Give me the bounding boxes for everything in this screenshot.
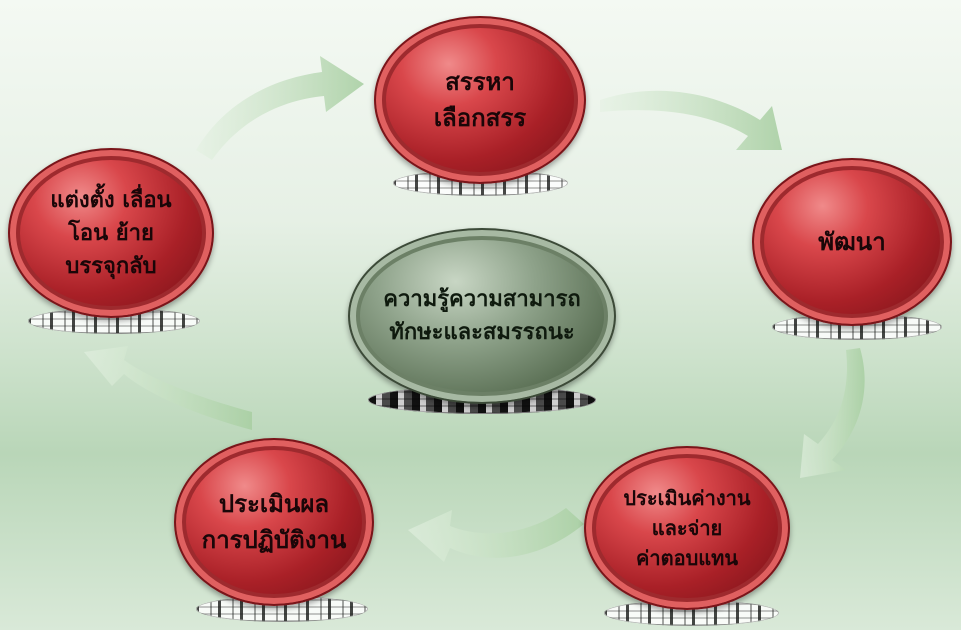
node-compensation-line-3: ค่าตอบแทน xyxy=(635,546,739,570)
node-compensation: ประเมินค่างาน และจ่าย ค่าตอบแทน xyxy=(584,446,790,610)
arrow-performance-to-appoint xyxy=(84,346,252,430)
node-compensation-line-1: ประเมินค่างาน xyxy=(623,486,751,510)
node-develop-line-1: พัฒนา xyxy=(818,227,886,256)
node-appoint: แต่งตั้ง เลื่อน โอน ย้าย บรรจุกลับ xyxy=(8,148,214,318)
node-performance-line-2: การปฏิบัติงาน xyxy=(201,525,347,554)
arrow-appoint-to-recruit xyxy=(196,56,364,160)
node-performance: ประเมินผล การปฏิบัติงาน xyxy=(174,438,374,606)
center-line-1: ความรู้ความสามารถ xyxy=(383,286,581,312)
arrow-recruit-to-develop xyxy=(600,90,782,150)
pedestal-compensation xyxy=(604,600,779,626)
node-recruit: สรรหา เลือกสรร xyxy=(374,16,586,184)
node-develop: พัฒนา xyxy=(752,158,952,326)
node-performance-line-1: ประเมินผล xyxy=(218,489,330,518)
center-line-2: ทักษะและสมรรถนะ xyxy=(389,319,575,345)
arrow-develop-to-compensation xyxy=(800,348,865,478)
node-recruit-line-1: สรรหา xyxy=(445,67,515,96)
node-appoint-line-1: แต่งตั้ง เลื่อน xyxy=(50,186,172,213)
center-node: ความรู้ความสามารถ ทักษะและสมรรถนะ xyxy=(348,228,616,404)
pedestal-performance xyxy=(196,596,368,622)
node-compensation-line-2: และจ่าย xyxy=(651,516,723,540)
node-appoint-line-3: บรรจุกลับ xyxy=(65,252,157,279)
node-recruit-line-2: เลือกสรร xyxy=(433,103,527,132)
arrow-compensation-to-performance xyxy=(408,508,584,562)
node-appoint-line-2: โอน ย้าย xyxy=(68,219,154,246)
